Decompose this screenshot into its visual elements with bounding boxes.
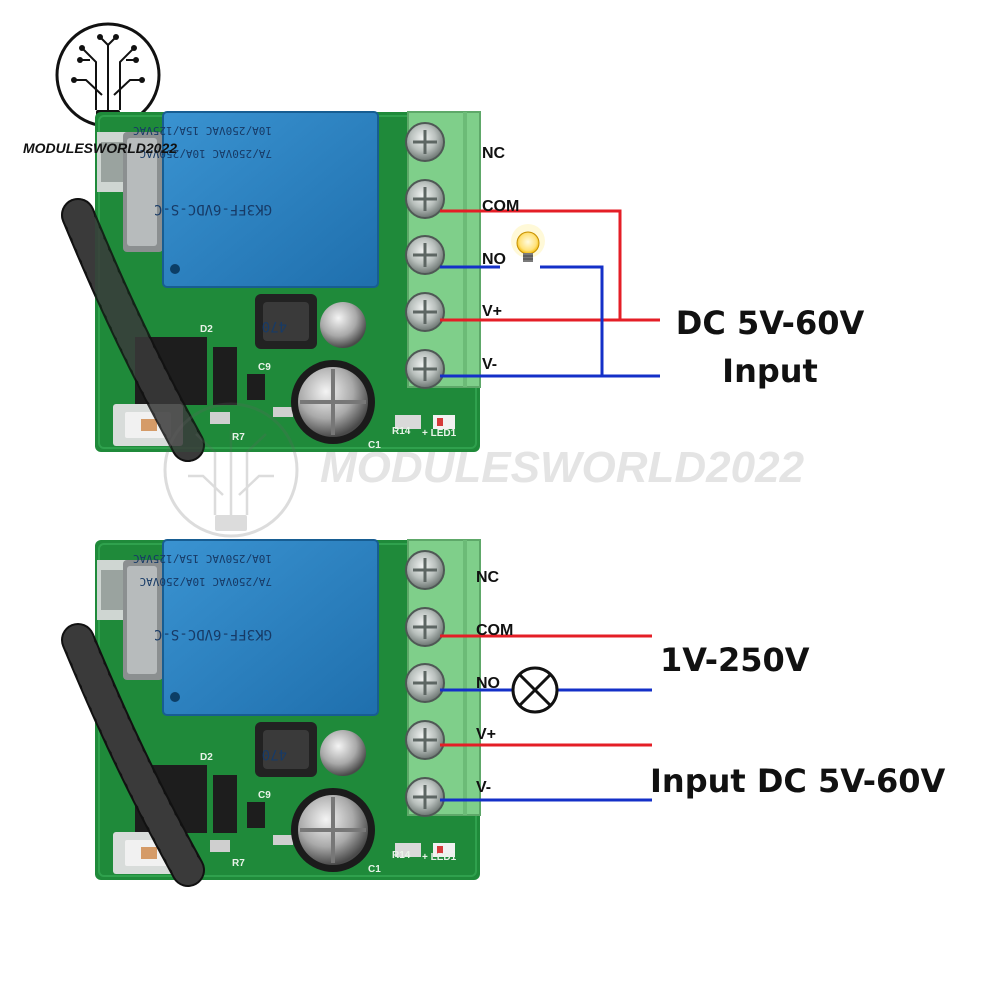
supply-label-top-line-2: Input (722, 352, 818, 390)
terminal-label-nc: NC (482, 145, 506, 162)
wires-top (440, 209, 660, 378)
terminal-label-no-b: NO (476, 675, 500, 692)
wires-bottom (440, 634, 652, 802)
supply-label-bottom: Input DC 5V-60V (650, 762, 946, 800)
watermark: MODULESWORLD2022 (163, 402, 805, 538)
lamp-symbol-icon (511, 666, 559, 714)
silk-led1-b: + LED1 (422, 852, 457, 863)
silk-c9: C9 (258, 362, 271, 373)
light-bulb-icon (511, 224, 545, 262)
silk-r7-b: R7 (232, 858, 245, 869)
terminal-label-vplus-b: V+ (476, 726, 496, 743)
load-voltage-label: 1V-250V (660, 641, 810, 679)
silk-r14-b: R14 (392, 850, 411, 861)
silk-d2-b: D2 (200, 752, 213, 763)
silk-r7: R7 (232, 432, 245, 443)
pcb-silkscreen-bottom: D2 C9 R7 C1 R14 + LED1 (200, 752, 457, 875)
relay-markings-bottom: 10A/250VAC 15A/125VAC 7A/250VAC 10A/250V… (133, 552, 287, 762)
logo-text: MODULESWORLD2022 (23, 140, 177, 156)
inductor-marking: 470 (262, 318, 287, 334)
supply-label-top-line-1: DC 5V-60V (676, 304, 865, 342)
relay-rating-line-1-b: 10A/250VAC 15A/125VAC (133, 552, 272, 565)
relay-rating-line-1: 10A/250VAC 15A/125VAC (133, 124, 272, 137)
terminal-label-vplus: V+ (482, 303, 502, 320)
wire-com-top (440, 209, 660, 322)
terminal-label-no: NO (482, 251, 506, 268)
silk-r14: R14 (392, 426, 411, 437)
diagram-top: 10A/250VAC 15A/125VAC 7A/250VAC 10A/250V… (78, 110, 865, 452)
diagram-bottom: 10A/250VAC 15A/125VAC 7A/250VAC 10A/250V… (78, 538, 946, 880)
circuit-bulb-logo-icon (55, 22, 161, 128)
terminal-labels-top: NC COM NO V+ V- (482, 145, 519, 373)
silk-c1: C1 (368, 440, 381, 451)
relay-rating-line-2: 7A/250VAC 10A/250VAC (140, 147, 272, 160)
watermark-text: MODULESWORLD2022 (320, 443, 805, 492)
terminal-label-nc-b: NC (476, 569, 500, 586)
inductor-marking-b: 470 (262, 746, 287, 762)
silk-led1: + LED1 (422, 428, 457, 439)
pcb-silkscreen-top: D2 C9 R7 C1 R14 + LED1 (200, 324, 457, 451)
silk-d2: D2 (200, 324, 213, 335)
terminal-labels-bottom: NC COM NO V+ V- (476, 569, 513, 796)
terminal-label-com: COM (482, 198, 519, 215)
relay-model-b: GK3FF-6VDC-S-C (154, 626, 272, 642)
terminal-label-vminus: V- (482, 356, 497, 373)
terminal-label-vminus-b: V- (476, 779, 491, 796)
watermark-logo-icon (163, 402, 299, 538)
silk-c9-b: C9 (258, 790, 271, 801)
relay-rating-line-2-b: 7A/250VAC 10A/250VAC (140, 575, 272, 588)
silk-c1-b: C1 (368, 864, 381, 875)
terminal-label-com-b: COM (476, 622, 513, 639)
relay-markings-top: 10A/250VAC 15A/125VAC 7A/250VAC 10A/250V… (133, 124, 287, 334)
wire-no-top (440, 265, 660, 378)
relay-model: GK3FF-6VDC-S-C (154, 201, 272, 217)
